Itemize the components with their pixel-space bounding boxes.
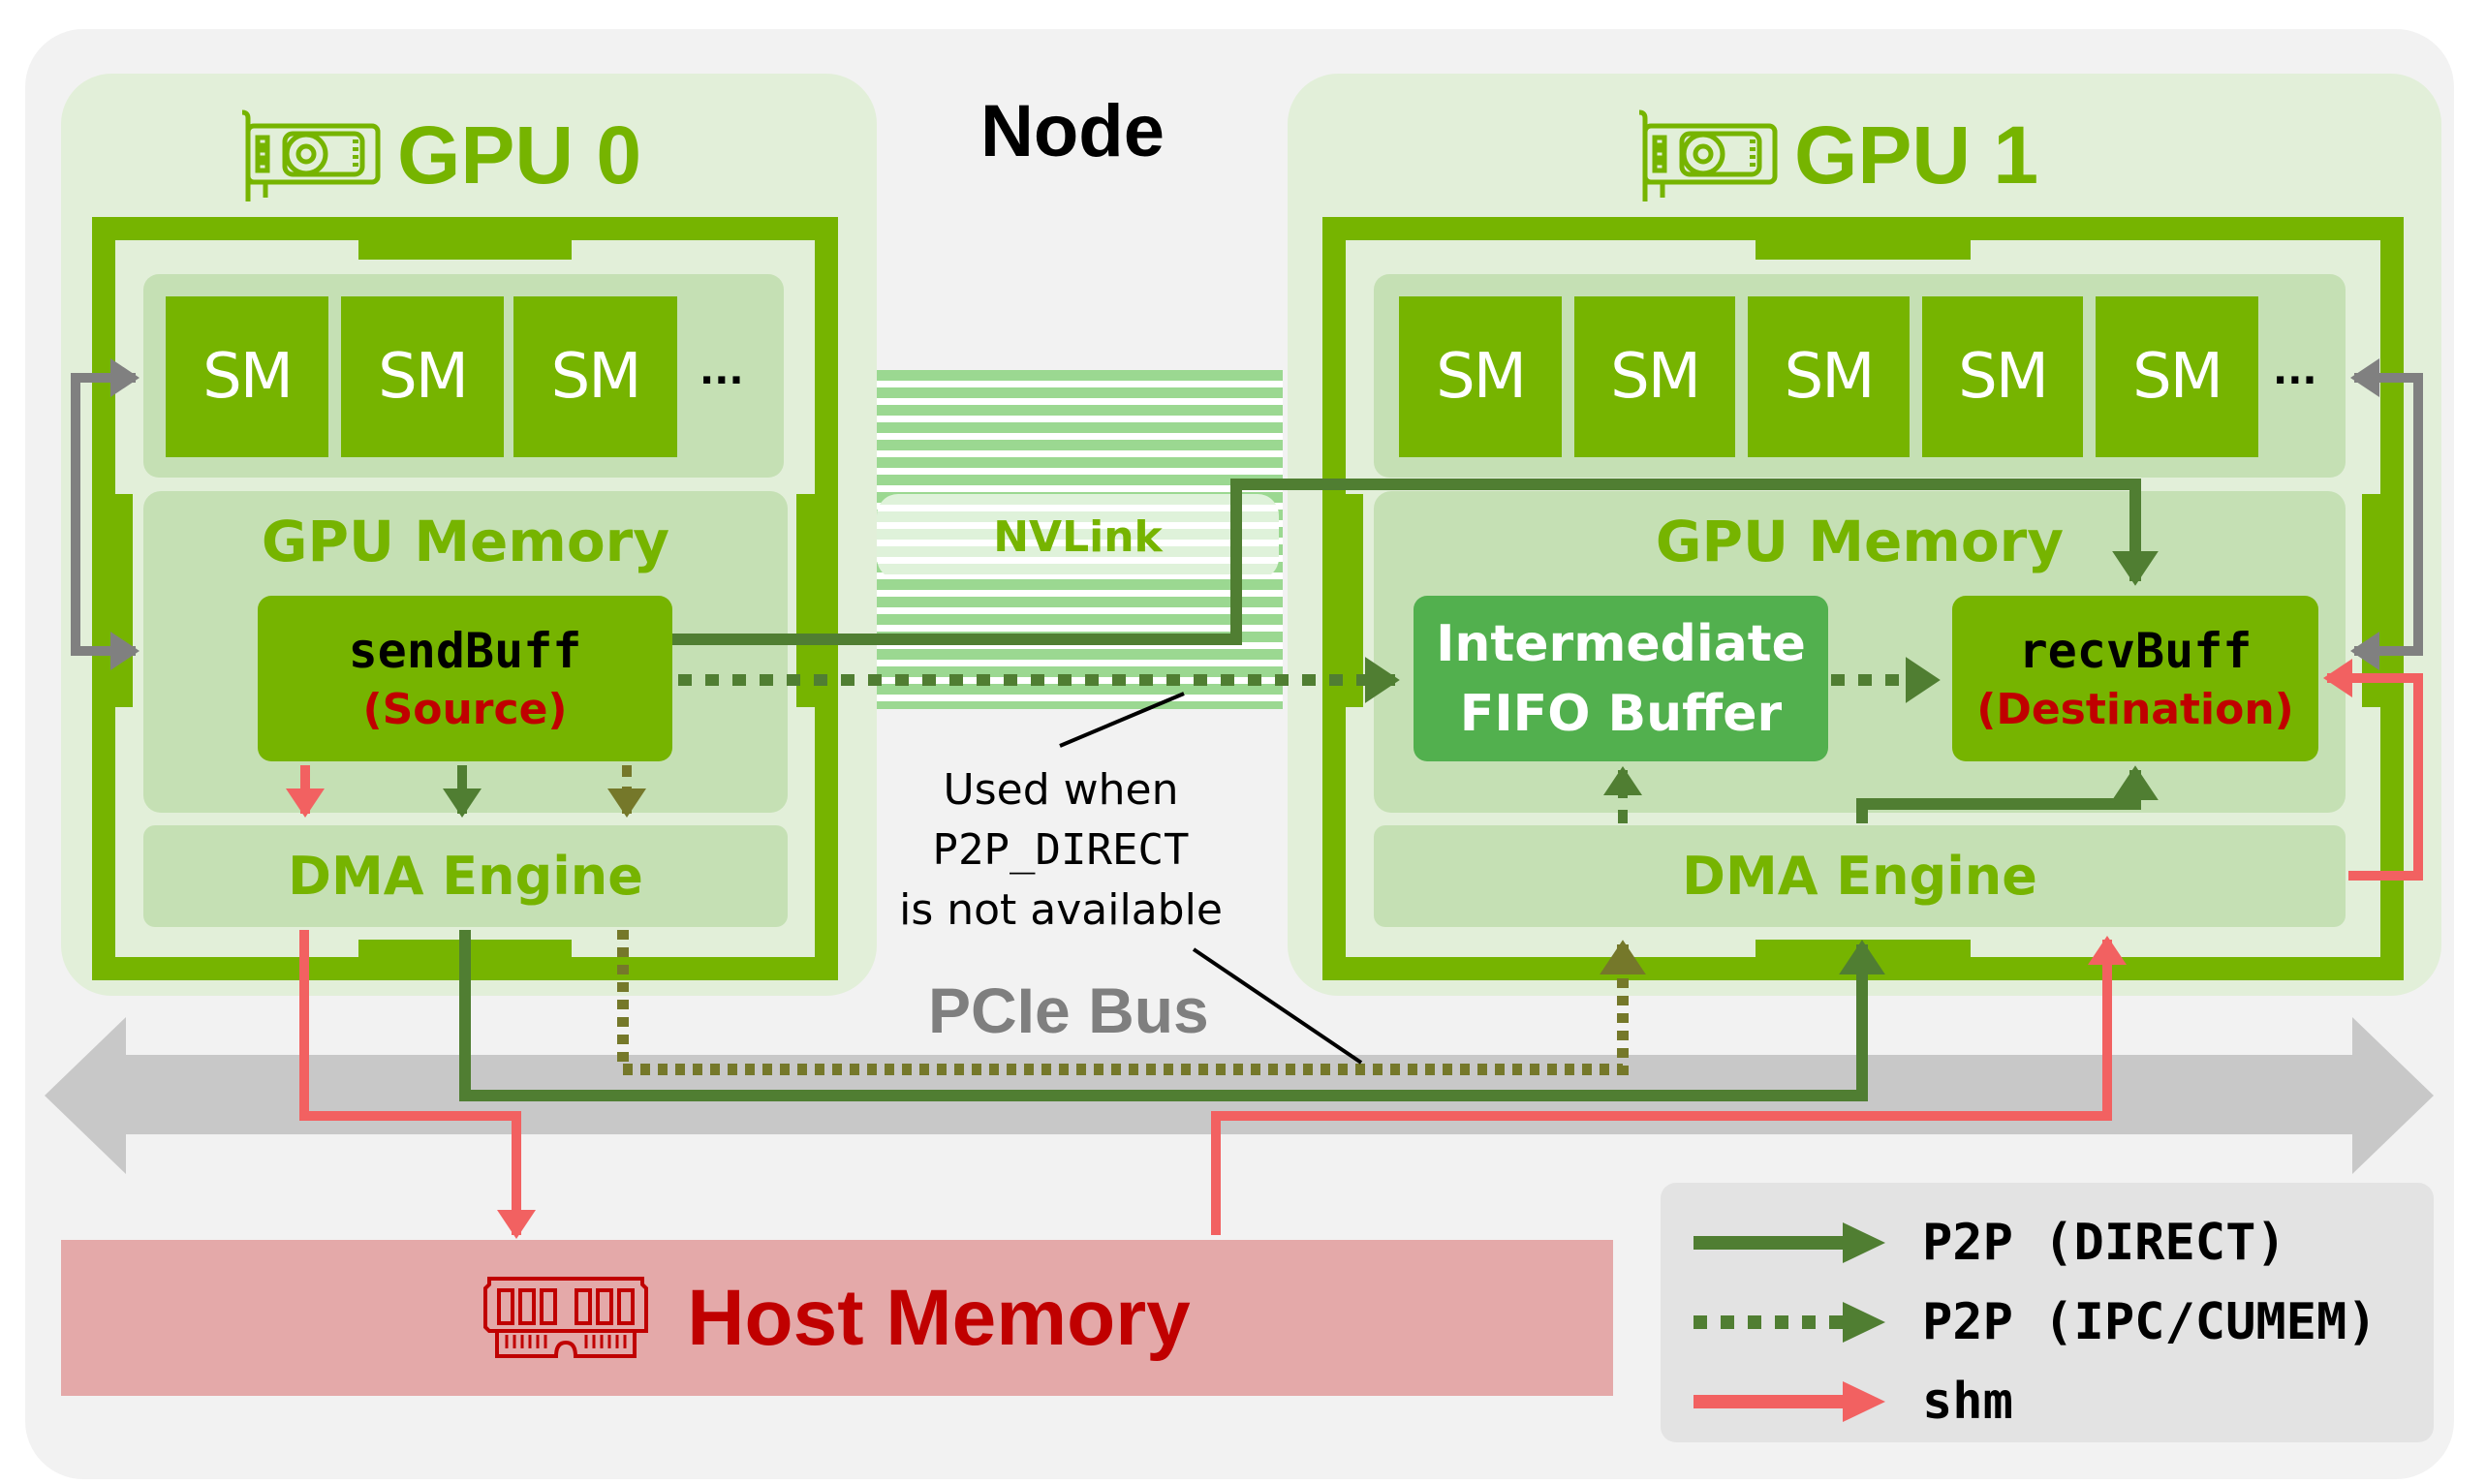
fifo-line1: Intermediate bbox=[1436, 614, 1806, 673]
gpu1-notch-left bbox=[1344, 494, 1363, 707]
shm-host-to-gpu1 bbox=[1211, 935, 2127, 1235]
dotted-green-arrow-icon bbox=[1694, 1302, 1885, 1343]
host-memory: Host Memory bbox=[61, 1240, 1613, 1396]
legend-item-p2p-ipc: P2P (IPC/CUMEM) bbox=[1690, 1293, 2377, 1351]
host-memory-label: Host Memory bbox=[687, 1273, 1191, 1362]
gpu1-notch-top bbox=[1756, 238, 1971, 260]
gpu0-notch-top bbox=[358, 238, 572, 260]
intermediate-fifo-buffer[interactable]: Intermediate FIFO Buffer bbox=[1414, 596, 1828, 761]
p2p-direct-note: Used when P2P_DIRECT is not available bbox=[853, 760, 1269, 941]
recv-buffer-name: recvBuff bbox=[2018, 623, 2253, 679]
gpu0-title-text: GPU 0 bbox=[397, 109, 642, 201]
gpu1-dma-engine: DMA Engine bbox=[1374, 825, 2346, 927]
dma-to-recv-path bbox=[1856, 765, 2159, 823]
gpu0-memory-title: GPU Memory bbox=[261, 509, 670, 574]
gpu1-memory-title: GPU Memory bbox=[1655, 509, 2065, 574]
note-line1: Used when bbox=[943, 765, 1179, 815]
solid-green-arrow-icon bbox=[1694, 1222, 1885, 1263]
note-leader-nvlink bbox=[1059, 692, 1185, 748]
gpu0-sm: SM bbox=[166, 296, 328, 457]
gpu0-sm-more: ... bbox=[699, 349, 744, 393]
nvlink-label: NVLink bbox=[877, 494, 1279, 579]
gpu1-title: GPU 1 bbox=[1633, 105, 2038, 206]
recv-buffer[interactable]: recvBuff (Destination) bbox=[1952, 596, 2318, 761]
recv-buffer-role: (Destination) bbox=[1976, 685, 2294, 734]
legend-label: P2P (DIRECT) bbox=[1922, 1214, 2286, 1272]
gpu0-notch-right bbox=[796, 494, 816, 707]
gpu1-sm: SM bbox=[1574, 296, 1735, 457]
note-line3: is not available bbox=[899, 885, 1223, 935]
legend: P2P (DIRECT) P2P (IPC/CUMEM) shm bbox=[1661, 1183, 2434, 1442]
gpu-card-icon bbox=[241, 109, 381, 201]
gpu1-sm: SM bbox=[1922, 296, 2083, 457]
gpu0-sm: SM bbox=[341, 296, 504, 457]
gpu0-title: GPU 0 bbox=[236, 105, 641, 206]
legend-item-shm: shm bbox=[1690, 1373, 2013, 1431]
pcie-bus-label: PCIe Bus bbox=[928, 974, 1209, 1046]
send-buffer[interactable]: sendBuff (Source) bbox=[258, 596, 672, 761]
gpu-card-icon bbox=[1638, 109, 1778, 201]
gpu1-sm-more: ... bbox=[2273, 349, 2317, 393]
gpu0-dma-engine: DMA Engine bbox=[143, 825, 788, 927]
shm-dma-to-recv bbox=[2322, 659, 2423, 881]
legend-item-p2p-direct: P2P (DIRECT) bbox=[1690, 1214, 2286, 1272]
p2p-direct-pcie-path bbox=[459, 930, 1885, 1101]
gpu1-sm-memory-link bbox=[2349, 358, 2423, 656]
gpu1-sm: SM bbox=[2096, 296, 2258, 457]
node-label: Node bbox=[980, 90, 1165, 172]
legend-label: P2P (IPC/CUMEM) bbox=[1922, 1293, 2377, 1351]
gpu1-sm: SM bbox=[1399, 296, 1562, 457]
shm-gpu0-to-host bbox=[299, 930, 536, 1240]
gpu1-title-text: GPU 1 bbox=[1794, 109, 2039, 201]
p2p-direct-nvlink-path bbox=[672, 479, 2159, 645]
ram-module-icon bbox=[483, 1276, 649, 1358]
note-line2: P2P_DIRECT bbox=[932, 825, 1190, 875]
p2p-ipc-pcie-path bbox=[617, 930, 1646, 1075]
solid-red-arrow-icon bbox=[1694, 1381, 1885, 1422]
send-buffer-role: (Source) bbox=[362, 685, 568, 734]
gpu1-sm: SM bbox=[1748, 296, 1910, 457]
fifo-line2: FIFO Buffer bbox=[1459, 684, 1783, 743]
legend-label: shm bbox=[1922, 1373, 2013, 1431]
gpu0-sm-memory-link bbox=[71, 373, 140, 670]
note-leader-pcie bbox=[1192, 947, 1363, 1065]
send-buffer-name: sendBuff bbox=[348, 623, 582, 679]
gpu0-sm: SM bbox=[513, 296, 677, 457]
